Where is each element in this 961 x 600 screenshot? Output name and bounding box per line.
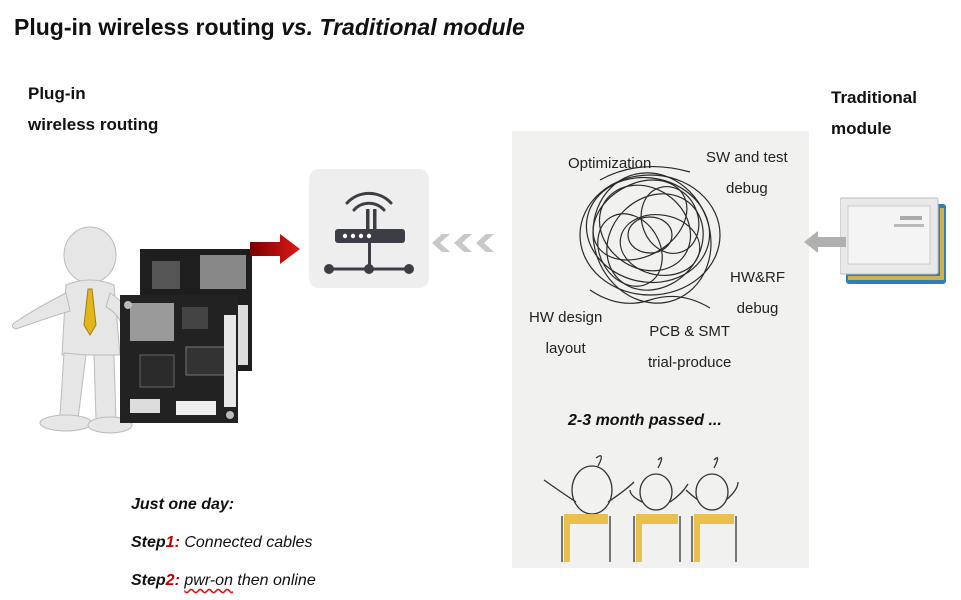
figure-with-boards-illustration xyxy=(11,226,252,434)
steps-heading: Just one day: xyxy=(131,496,235,513)
traditional-module-chip xyxy=(840,197,946,284)
waiting-people-sketch xyxy=(543,455,739,562)
step-1: Step1: Connected cables xyxy=(131,534,313,551)
tangled-scribble-illustration xyxy=(579,165,721,309)
page-title: Plug-in wireless routing vs. Traditional… xyxy=(14,14,525,40)
traditional-process-panel xyxy=(512,131,809,568)
plugin-label: Plug-in wireless routing xyxy=(28,84,159,134)
red-arrow-icon xyxy=(250,234,300,264)
traditional-label: Traditional module xyxy=(831,88,917,138)
steps-block: Just one day: Step1: Connected cables St… xyxy=(131,486,316,600)
hw-rf-debug-label: HW&RF debug xyxy=(730,269,785,317)
pcb-smt-label: PCB & SMT trial-produce xyxy=(648,323,732,371)
router-icon-card xyxy=(309,169,429,288)
pcb-board-front xyxy=(120,295,238,423)
grey-arrow-left-icon xyxy=(804,231,846,253)
months-passed-caption: 2-3 month passed ... xyxy=(568,412,722,429)
optimization-label: Optimization xyxy=(568,155,652,172)
wireless-router-icon xyxy=(324,191,414,274)
step-2: Step2: pwr-on then online xyxy=(131,572,316,589)
chevron-left-arrows-icon xyxy=(432,234,494,252)
presenter-figure xyxy=(11,226,133,434)
hw-design-layout-label: HW design layout xyxy=(529,309,603,357)
sw-test-debug-label: SW and test debug xyxy=(706,149,788,197)
